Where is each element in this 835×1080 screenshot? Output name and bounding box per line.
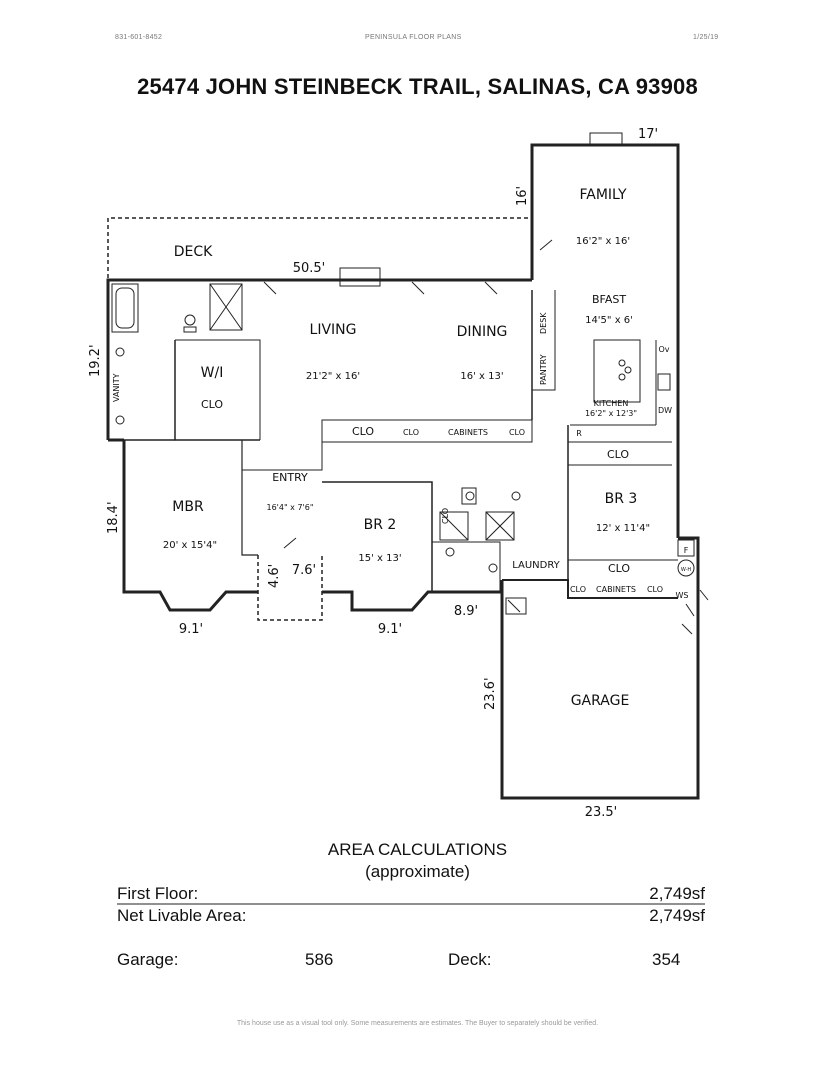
room-wi-name: W/I	[201, 365, 224, 381]
label-clo-4: CLO	[607, 448, 629, 461]
measure-left-lower: 18.4'	[106, 501, 121, 534]
room-kitchen-name: KITCHEN	[594, 399, 629, 408]
room-living-size: 21'2" x 16'	[306, 371, 360, 382]
area-subheading: (approximate)	[365, 862, 470, 881]
room-br2-size: 15' x 13'	[358, 553, 401, 564]
room-family-name: FAMILY	[579, 187, 626, 203]
label-ws: WS	[676, 591, 689, 600]
label-pantry: PANTRY	[539, 354, 548, 385]
room-bfast-name: BFAST	[592, 293, 626, 306]
room-br2-name: BR 2	[364, 517, 397, 533]
deck-area-value: 354	[652, 950, 681, 969]
measure-family-width: 17'	[638, 127, 658, 142]
garage-walls	[500, 536, 700, 800]
first-floor-label: First Floor:	[117, 884, 199, 903]
label-furnace: F	[684, 546, 689, 555]
deck-area-label: Deck:	[448, 950, 492, 969]
room-deck-name: DECK	[174, 244, 213, 260]
label-cabinets-2: CABINETS	[596, 585, 636, 594]
net-livable-label: Net Livable Area:	[117, 906, 247, 925]
label-oven: Ov	[658, 345, 669, 354]
measure-family-depth: 16'	[515, 186, 530, 206]
label-clo-6: CLO	[608, 562, 630, 575]
page-title: 25474 JOHN STEINBECK TRAIL, SALINAS, CA …	[137, 74, 698, 99]
room-laundry-name: LAUNDRY	[512, 560, 560, 571]
net-livable-value: 2,749sf	[649, 906, 705, 925]
garage-top-wall	[502, 579, 678, 599]
room-kitchen-size: 16'2" x 12'3"	[585, 409, 637, 418]
header-company: PENINSULA FLOOR PLANS	[365, 34, 462, 41]
measure-left-upper: 19.2'	[88, 344, 103, 377]
measure-garage-width: 23.5'	[585, 805, 618, 820]
area-heading: AREA CALCULATIONS	[327, 840, 508, 859]
room-mbr-size: 20' x 15'4"	[163, 540, 217, 551]
label-clo-7: CLO	[570, 585, 586, 594]
label-clo-2: CLO	[403, 428, 419, 437]
measure-br2-bay: 9.1'	[378, 622, 402, 637]
room-br3-name: BR 3	[605, 491, 638, 507]
room-mbr-name: MBR	[172, 499, 204, 515]
label-dw: DW	[658, 406, 672, 415]
room-bfast-size: 14'5" x 6'	[585, 315, 633, 326]
label-clo-5: CLO	[441, 508, 450, 524]
room-living-name: LIVING	[310, 322, 357, 338]
label-desk: DESK	[539, 312, 548, 334]
header-date: 1/25/19	[693, 34, 719, 41]
label-cabinets-1: CABINETS	[448, 428, 488, 437]
porch-outline	[257, 555, 323, 621]
label-clo-8: CLO	[647, 585, 663, 594]
first-floor-value: 2,749sf	[649, 884, 705, 903]
measure-laundry: 8.9'	[454, 604, 478, 619]
garage-area-value: 586	[305, 950, 334, 969]
measure-porch-depth: 4.6'	[267, 564, 282, 588]
label-clo-1: CLO	[352, 425, 374, 438]
main-walls-top	[106, 278, 532, 440]
measure-main-width: 50.5'	[293, 261, 326, 276]
label-water-heater: W-H	[681, 567, 692, 573]
room-entry-size: 16'4" x 7'6"	[266, 503, 313, 512]
garage-area-label: Garage:	[117, 950, 179, 969]
measure-garage-depth: 23.6'	[483, 677, 498, 710]
room-wi-clo: CLO	[201, 398, 223, 411]
measure-mbr-bay: 9.1'	[179, 622, 203, 637]
room-family-size: 16'2" x 16'	[576, 236, 630, 247]
main-walls-bottom	[122, 440, 502, 612]
room-dining-size: 16' x 13'	[460, 371, 503, 382]
label-clo-3: CLO	[509, 428, 525, 437]
deck-outline	[107, 217, 532, 278]
label-refrigerator: R	[576, 429, 582, 438]
room-entry-name: ENTRY	[272, 471, 308, 484]
header-phone: 831-601-8452	[115, 34, 163, 41]
footnote: This house use as a visual tool only. So…	[236, 1020, 599, 1027]
room-br3-size: 12' x 11'4"	[596, 523, 650, 534]
label-vanity: VANITY	[112, 373, 121, 402]
measure-porch-width: 7.6'	[292, 563, 316, 578]
room-garage-name: GARAGE	[571, 693, 630, 709]
room-dining-name: DINING	[457, 324, 508, 340]
